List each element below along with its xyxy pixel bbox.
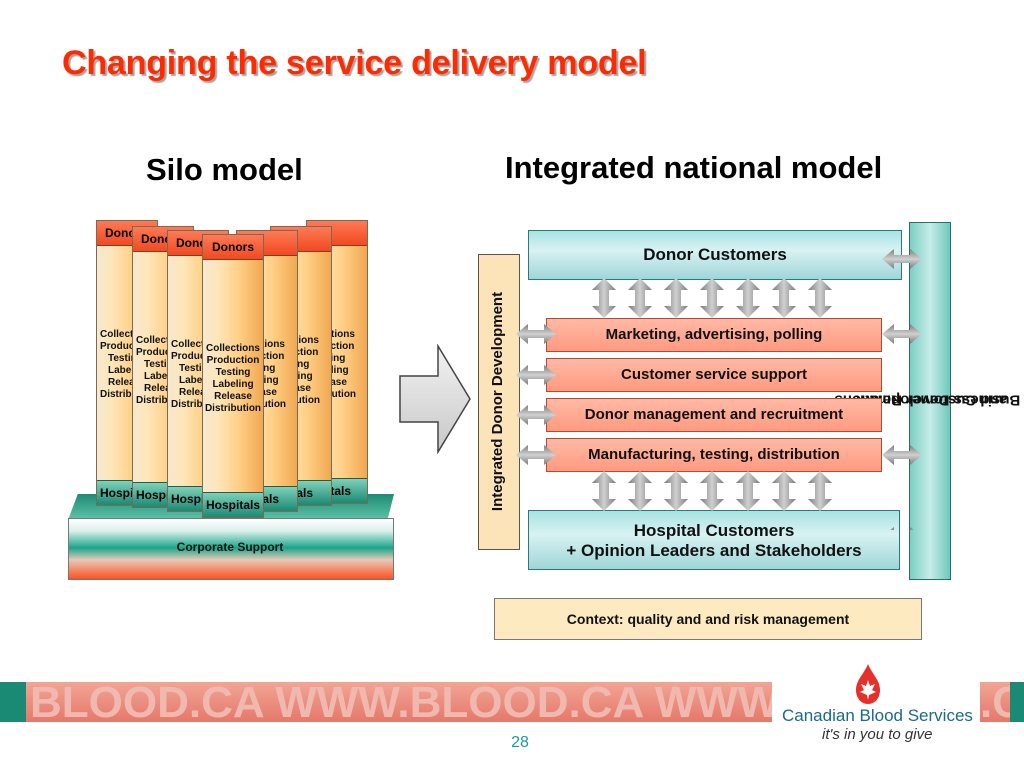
footer-teal-accent-right: [1010, 682, 1024, 722]
service-bar: Manufacturing, testing, distribution: [546, 438, 882, 472]
silo-process-line: Release: [144, 383, 182, 394]
service-bar: Customer service support: [546, 358, 882, 392]
silo-column-top: Donors: [203, 235, 263, 260]
silo-process-line: Labeling: [212, 379, 254, 390]
double-arrow-icon: [664, 278, 688, 318]
silo-process-line: Testing: [108, 353, 143, 364]
silo-process-line: Distribution: [136, 395, 193, 406]
double-arrow-icon: [882, 324, 922, 344]
silo-process-line: Production: [136, 347, 189, 358]
double-arrow-icon: [882, 445, 922, 465]
double-arrow-icon: [772, 471, 796, 511]
organization-tagline: it's in you to give: [822, 726, 933, 743]
logo-area: [772, 660, 980, 750]
double-arrow-icon: [664, 471, 688, 511]
silo-process-line: Testing: [215, 367, 251, 378]
silo-column-front: Donors Collections Production Testing La…: [202, 234, 264, 518]
silo-process-line: Labeling: [144, 371, 186, 382]
silo-process-line: Collections: [171, 339, 225, 350]
slide-title: Changing the service delivery model: [62, 44, 647, 82]
silo-process-line: Distribution: [171, 399, 228, 410]
footer-watermark-right: .CA: [980, 680, 1010, 726]
double-arrow-icon: [516, 365, 556, 385]
silo-model-heading: Silo model: [146, 152, 303, 187]
hospital-customers-bar: Hospital Customers + Opinion Leaders and…: [528, 510, 900, 570]
silo-process-line: Testing: [144, 359, 179, 370]
double-arrow-icon: [700, 278, 724, 318]
business-development-bar: [909, 222, 951, 580]
silo-column-processes: Collections Production Testing Labeling …: [133, 335, 193, 407]
double-arrow-icon: [628, 471, 652, 511]
blood-drop-maple-leaf-icon: [856, 664, 880, 704]
double-arrow-icon: [808, 471, 832, 511]
double-arrow-icon: [516, 324, 556, 344]
integrated-donor-development-bar: [478, 254, 520, 550]
service-bar: Donor management and recruitment: [546, 398, 882, 432]
double-arrow-icon: [700, 471, 724, 511]
silo-process-line: Release: [214, 391, 252, 402]
page-number: 28: [511, 734, 529, 751]
silo-column-processes: Collections Production Testing Labeling …: [203, 343, 263, 415]
silo-column-processes: Collections Production Testing Labeling …: [168, 339, 228, 411]
silo-process-line: Release: [179, 387, 217, 398]
service-bar: Marketing, advertising, polling: [546, 318, 882, 352]
silo-process-line: Collections: [136, 335, 190, 346]
double-arrow-icon: [628, 278, 652, 318]
silo-process-line: Labeling: [179, 375, 221, 386]
integrated-model-heading: Integrated national model: [505, 150, 883, 185]
double-arrow-icon: [516, 445, 556, 465]
connector-arrows: [516, 249, 922, 530]
silo-process-line: Distribution: [100, 389, 157, 400]
silo-process-line: Testing: [179, 363, 214, 374]
hospital-customers-line-2: + Opinion Leaders and Stakeholders: [566, 541, 862, 560]
double-arrow-icon: [592, 278, 616, 318]
silo-process-line: Production: [100, 341, 153, 352]
silo-process-line: Production: [206, 355, 260, 366]
double-arrow-icon: [592, 471, 616, 511]
hospital-customers-line-1: Hospital Customers: [633, 521, 795, 540]
context-box: Context: quality and and risk management: [494, 598, 922, 640]
silo-process-line: Release: [108, 377, 146, 388]
silo-column-bottom: Hospitals: [203, 492, 263, 517]
double-arrow-icon: [772, 278, 796, 318]
double-arrow-icon: [736, 471, 760, 511]
double-arrow-icon: [808, 278, 832, 318]
organization-name: Canadian Blood Services: [782, 706, 973, 725]
silo-column-processes: Collections Production Testing Labeling …: [97, 329, 157, 401]
double-arrow-icon: [882, 527, 922, 530]
corporate-support-label: Corporate Support: [176, 540, 284, 554]
double-arrow-icon: [736, 278, 760, 318]
silo-process-line: Labeling: [108, 365, 150, 376]
silo-process-line: Collections: [206, 343, 260, 354]
footer-teal-accent-left: [0, 682, 26, 722]
corporate-support-base: [68, 518, 394, 580]
silo-process-line: Production: [171, 351, 224, 362]
double-arrow-icon: [516, 405, 556, 425]
donor-customers-bar: Donor Customers: [528, 230, 902, 280]
transition-arrow: [399, 344, 471, 454]
double-arrow-icon: [882, 249, 922, 269]
footer-watermark: BLOOD.CA WWW.BLOOD.CA WWW.BLOOD.CA: [30, 680, 772, 726]
silo-process-line: Distribution: [204, 403, 262, 414]
silo-process-line: Collections: [100, 329, 154, 340]
